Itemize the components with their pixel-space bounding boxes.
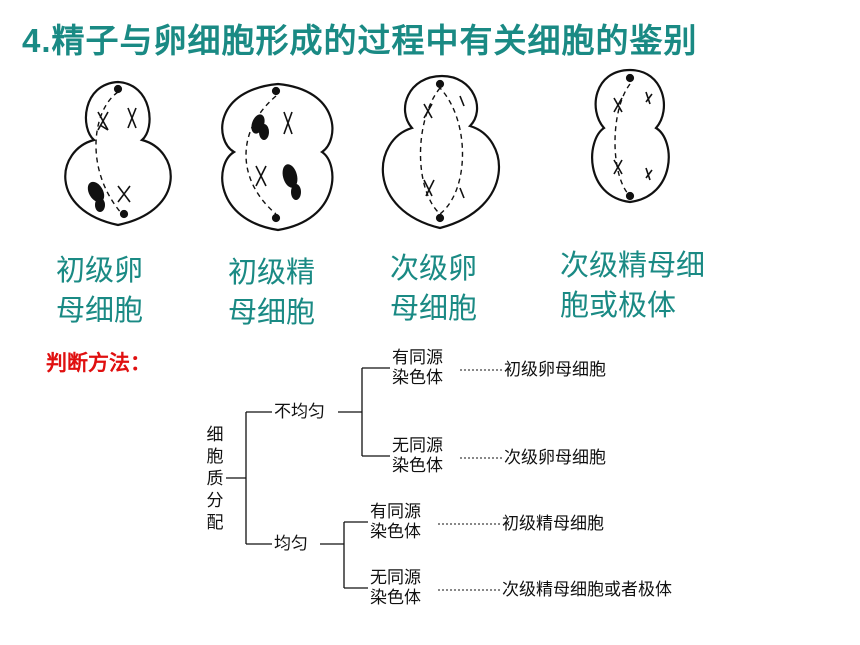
page-title: 4.精子与卵细胞形成的过程中有关细胞的鉴别 <box>22 14 698 62</box>
label-primary-oocyte: 初级卵 母细胞 <box>56 250 143 330</box>
cell-secondary-spermatocyte-polar-body <box>591 68 670 204</box>
label-line: 母细胞 <box>56 293 144 327</box>
tree-result-primary-spermatocyte: 初级精母细胞 <box>502 514 604 534</box>
text-line: 无同源 <box>370 568 421 588</box>
cell-secondary-oocyte <box>381 74 501 230</box>
tree-node-even: 均匀 <box>274 534 308 554</box>
label-line: 初级卵 <box>56 253 144 287</box>
tree-node-uneven: 不均匀 <box>274 402 325 422</box>
method-label: 判断方法： <box>46 351 151 375</box>
tree-node-no-homolog-1: 无同源 染色体 <box>392 436 443 476</box>
label-line: 次级精母细 <box>560 248 706 282</box>
title-number: 4. <box>22 22 52 59</box>
label-secondary-spermatocyte-polar-body: 次级精母细 胞或极体 <box>560 245 705 325</box>
title-text: 精子与卵细胞形成的过程中有关细胞的鉴别 <box>51 21 698 60</box>
tree-node-no-homolog-2: 无同源 染色体 <box>370 568 421 608</box>
tree-node-has-homolog-1: 有同源 染色体 <box>392 348 443 388</box>
cell-primary-oocyte <box>64 80 172 227</box>
label-secondary-oocyte: 次级卵 母细胞 <box>390 248 477 328</box>
text-line: 有同源 <box>392 348 443 368</box>
label-line: 母细胞 <box>228 295 316 329</box>
text-line: 染色体 <box>392 456 443 476</box>
text-line: 无同源 <box>392 436 443 456</box>
tree-result-primary-oocyte: 初级卵母细胞 <box>504 360 606 380</box>
text-line: 染色体 <box>392 368 443 388</box>
tree-result-secondary-oocyte: 次级卵母细胞 <box>504 448 606 468</box>
label-line: 母细胞 <box>390 291 478 325</box>
label-line: 胞或极体 <box>560 288 677 322</box>
cell-illustrations <box>64 68 670 232</box>
tree-node-has-homolog-2: 有同源 染色体 <box>370 502 421 542</box>
tree-result-secondary-spermatocyte-or-polar-body: 次级精母细胞或者极体 <box>502 580 672 600</box>
label-primary-spermatocyte: 初级精 母细胞 <box>228 252 315 332</box>
text-line: 染色体 <box>370 588 421 608</box>
label-line: 次级卵 <box>390 251 478 285</box>
text-line: 有同源 <box>370 502 421 522</box>
label-line: 初级精 <box>228 255 316 289</box>
text-line: 染色体 <box>370 522 421 542</box>
cell-primary-spermatocyte <box>221 82 334 232</box>
tree-root: 细胞质分配 <box>206 425 224 533</box>
